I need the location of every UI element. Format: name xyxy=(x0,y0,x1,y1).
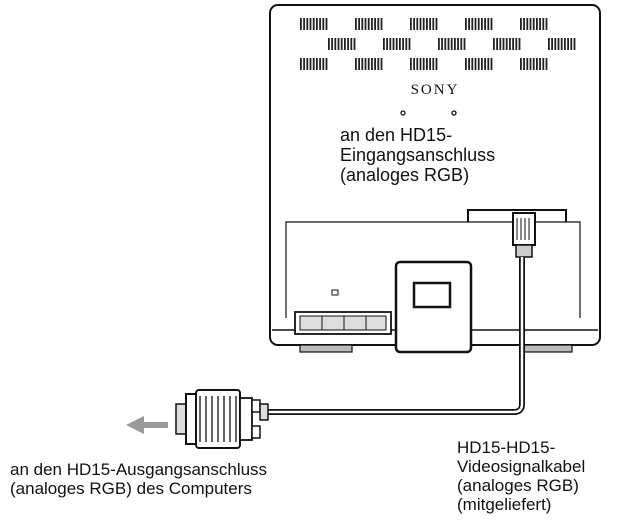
monitor-input-label: an den HD15- Eingangsanschluss (analoges… xyxy=(340,125,495,185)
monitor-input-line-3: (analoges RGB) xyxy=(340,165,470,185)
indicator-dots xyxy=(400,110,457,116)
vent-block xyxy=(465,18,493,30)
ventilation-grille xyxy=(300,18,576,70)
vent-block xyxy=(300,58,328,70)
vent-block xyxy=(520,58,548,70)
vent-block xyxy=(300,18,328,30)
vga-plug xyxy=(175,389,269,449)
computer-line-1: an den HD15-Ausgangsanschluss xyxy=(10,460,268,479)
vent-block xyxy=(493,38,521,50)
vent-block xyxy=(383,38,411,50)
vent-block xyxy=(438,38,466,50)
computer-output-label: an den HD15-Ausgangsanschluss (analoges … xyxy=(10,460,267,498)
vent-block xyxy=(355,18,383,30)
cable-line-2: Videosignalkabel xyxy=(457,457,586,476)
cable-label: HD15-HD15- Videosignalkabel (analoges RG… xyxy=(457,438,585,514)
direction-arrow-icon xyxy=(126,416,168,434)
vent-block xyxy=(520,18,548,30)
rear-recesses xyxy=(285,209,581,354)
brand-logo: SONY xyxy=(410,82,460,98)
computer-line-2: (analoges RGB) des Computers xyxy=(10,479,252,498)
vent-block xyxy=(328,38,356,50)
vent-block xyxy=(465,58,493,70)
vent-block xyxy=(410,58,438,70)
monitor-connector xyxy=(512,212,536,258)
monitor-input-line-1: an den HD15- xyxy=(340,125,453,145)
cable-line-4: (mitgeliefert) xyxy=(457,495,552,514)
vent-block xyxy=(355,58,383,70)
vent-block xyxy=(410,18,438,30)
cable-line-1: HD15-HD15- xyxy=(457,438,556,457)
cable-line-3: (analoges RGB) xyxy=(457,476,579,495)
monitor-input-line-2: Eingangsanschluss xyxy=(340,145,496,165)
vent-block xyxy=(548,38,576,50)
